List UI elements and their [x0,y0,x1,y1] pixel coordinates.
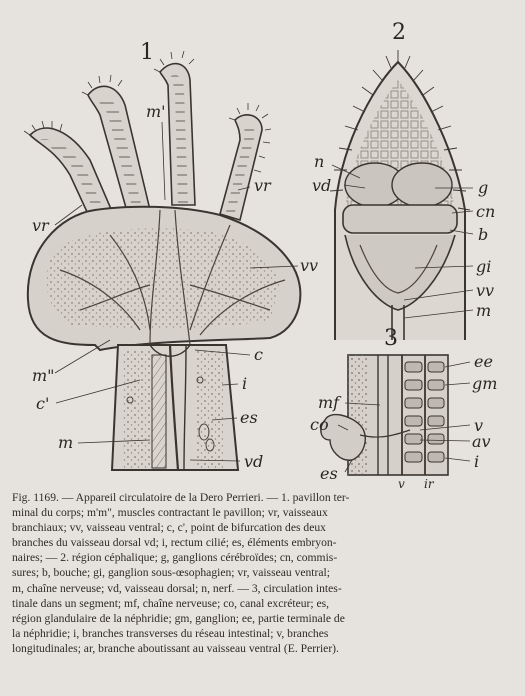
fig2-label-cn: cn [476,204,495,220]
fig3-label-ir-bottom: ir [424,478,434,490]
fig1-label-m-prime: m' [146,104,166,120]
fig1-label-m-double: m" [32,368,55,384]
fig3-label-es: es [320,466,338,482]
figure-1-number: 1 [140,42,154,64]
fig3-label-i: i [474,454,479,470]
caption-line: branchiaux; vv, vaisseau ventral; c, c',… [12,520,518,535]
fig1-label-es: es [240,410,258,426]
fig2-label-n: n [314,154,324,170]
fig2-label-gi: gi [476,259,491,275]
caption-line: sures; b, bouche; gi, ganglion sous-œsop… [12,565,518,580]
fig1-label-c-prime: c' [36,396,49,412]
caption-line: Fig. 1169. — Appareil circulatoire de la… [12,490,518,505]
fig1-label-i: i [242,376,247,392]
fig3-label-ee: ee [474,354,493,370]
fig2-label-g: g [478,180,488,196]
fig2-label-b: b [478,227,488,243]
figure-caption: Fig. 1169. — Appareil circulatoire de la… [12,490,518,656]
fig3-label-co: co [310,417,329,433]
caption-line: minal du corps; m'm", muscles contractan… [12,505,518,520]
figure-2-drawing [330,50,473,340]
fig1-label-m: m [58,435,73,451]
fig2-label-m: m [476,303,491,319]
figure-2-number: 2 [392,22,406,44]
fig3-label-v-bottom: v [398,478,405,490]
caption-line: tinale dans un segment; mf, chaîne nerve… [12,596,518,611]
figure-3-number: 3 [384,328,398,350]
fig3-label-av: av [472,434,491,450]
caption-line: la néphridie; i, branches transverses du… [12,626,518,641]
fig3-label-gm: gm [472,376,497,392]
caption-line: m, chaîne nerveuse; vd, vaisseau dorsal;… [12,581,518,596]
caption-line: branches du vaisseau dorsal vd; i, rectu… [12,535,518,550]
fig1-label-vd: vd [244,454,263,470]
caption-line: longitudinales; ar, branche aboutissant … [12,641,518,656]
fig2-label-vv: vv [476,283,494,299]
fig2-label-vd: vd [312,178,331,194]
anatomical-plate [0,0,525,490]
fig1-label-vv: vv [300,258,318,274]
figure-3-drawing [321,355,470,475]
fig3-label-mf: mf [318,395,339,411]
caption-line: naires; — 2. région céphalique; g, gangl… [12,550,518,565]
caption-line: région glandulaire de la néphridie; gm, … [12,611,518,626]
fig1-label-vr-left: vr [32,218,49,234]
fig1-label-vr-right: vr [254,178,271,194]
fig1-label-c: c [254,347,263,363]
